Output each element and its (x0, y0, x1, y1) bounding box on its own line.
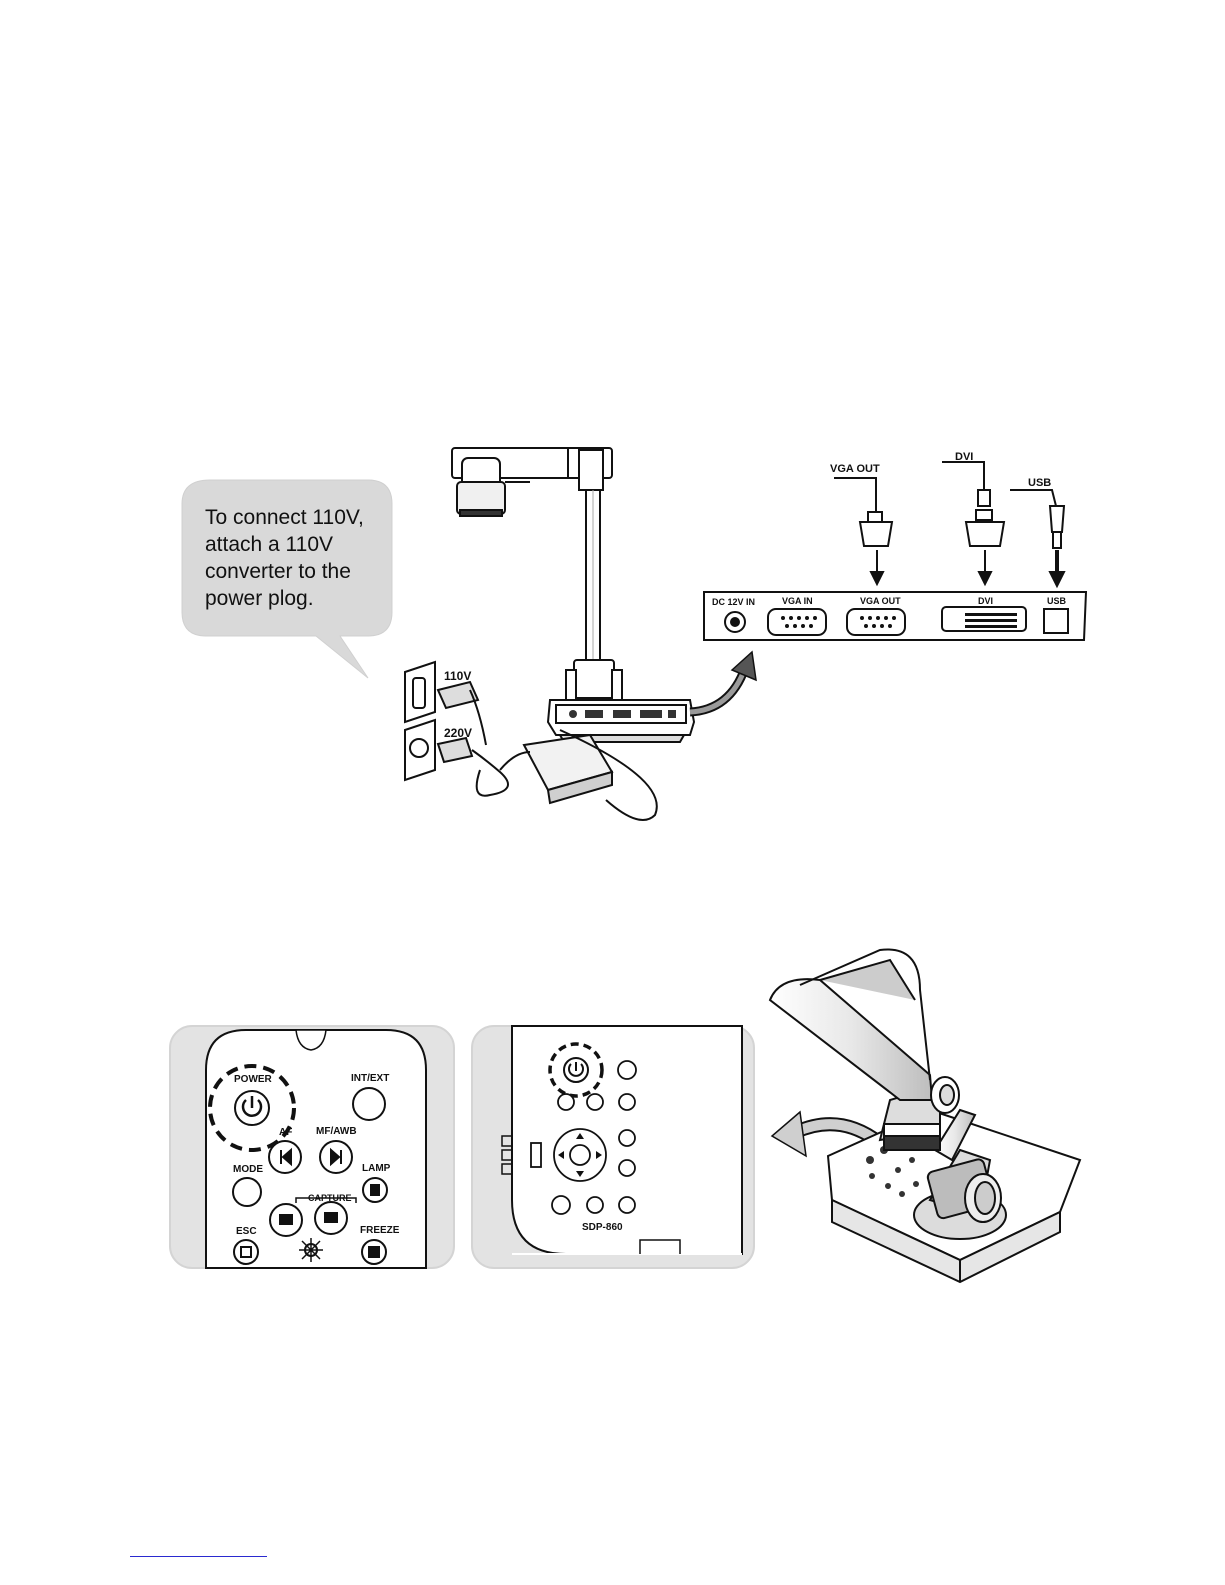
callout-line: converter to the (205, 558, 385, 585)
label-220v: 220V (444, 726, 472, 740)
remote-inset (170, 1026, 454, 1268)
callout-line: attach a 110V (205, 531, 385, 558)
remote-af-label: AF (279, 1127, 292, 1138)
remote-capture-label: CAPTURE (308, 1193, 352, 1203)
remote-lamp-label: LAMP (362, 1163, 391, 1174)
remote-freeze-label: FREEZE (360, 1225, 400, 1236)
callout-line: To connect 110V, (205, 504, 385, 531)
panel-model-label: SDP-860 (582, 1222, 623, 1233)
footnote-rule (130, 1556, 267, 1557)
remote-mode-label: MODE (233, 1164, 263, 1175)
remote-power-label: POWER (234, 1074, 273, 1085)
usb-cable-label: USB (1028, 477, 1051, 489)
remote-esc-label: ESC (236, 1226, 257, 1237)
callout-line: power plog. (205, 585, 385, 612)
port-dc-label: DC 12V IN (712, 597, 755, 607)
cable-labels: VGA OUT DVI USB (830, 451, 1051, 489)
port-dvi-label: DVI (978, 596, 993, 606)
remote-intext-label: INT/EXT (351, 1073, 389, 1084)
dvi-cable-label: DVI (955, 451, 973, 463)
camera-perspective (770, 950, 1080, 1283)
port-vga-in-label: VGA IN (782, 596, 813, 606)
port-vga-out-label: VGA OUT (860, 596, 901, 606)
remote-mfawb-label: MF/AWB (316, 1126, 357, 1137)
port-usb-label: USB (1047, 596, 1067, 606)
vga-out-cable-label: VGA OUT (830, 463, 880, 475)
callout-text: To connect 110V, attach a 110V converter… (205, 504, 385, 612)
label-110v: 110V (444, 669, 471, 683)
